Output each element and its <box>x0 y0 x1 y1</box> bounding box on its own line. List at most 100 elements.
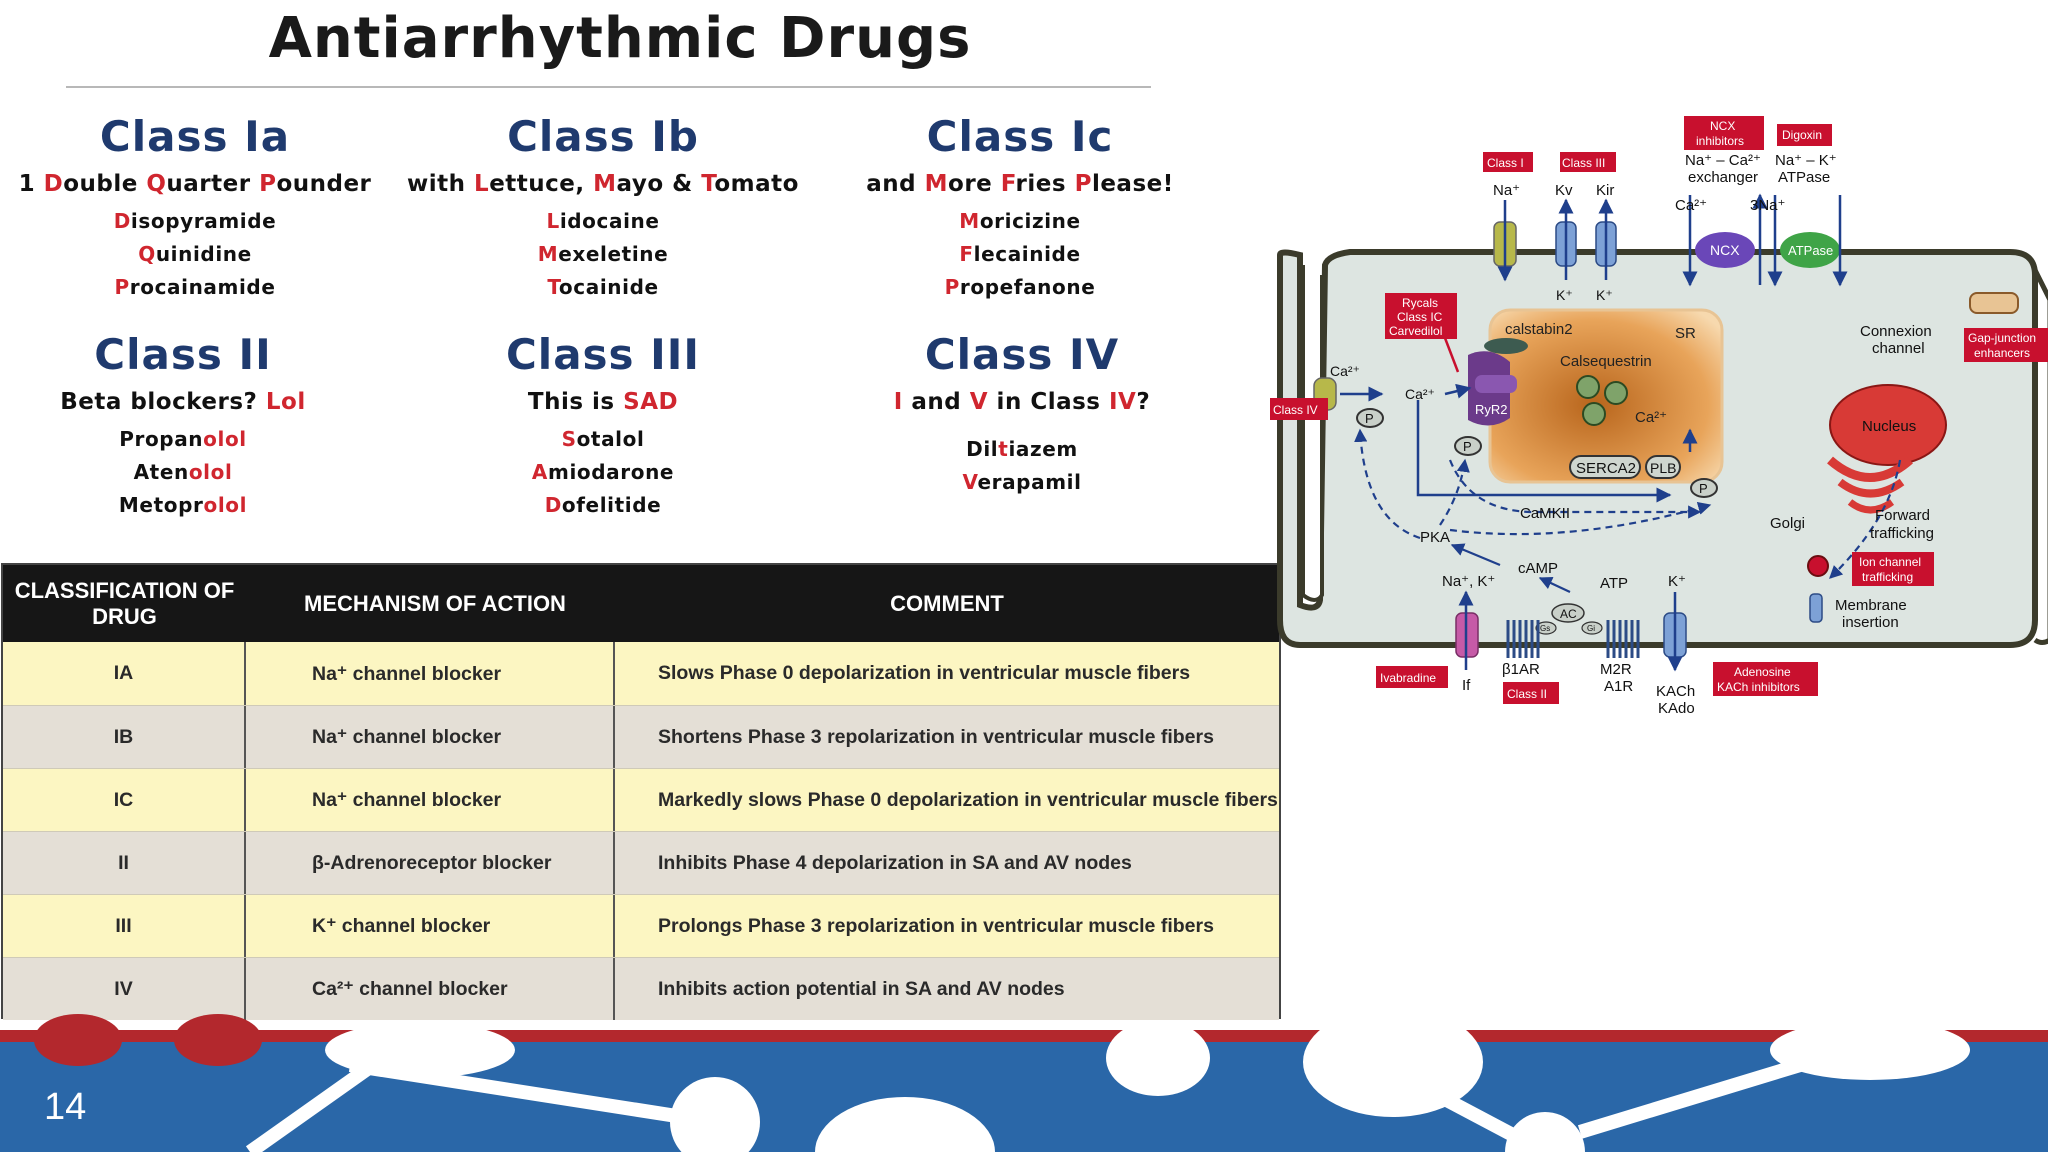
camkii-label: CaMKII <box>1520 505 1570 522</box>
ncx-exchanger-label: Na⁺ – Ca²⁺ <box>1685 152 1761 169</box>
m2r-receptor-icon <box>1606 620 1640 658</box>
ion-trafficking-tag: trafficking <box>1862 570 1913 584</box>
mnemonic-highlight: Q <box>146 171 167 197</box>
mnemonic-highlight: Q <box>138 242 156 266</box>
mnemonic-text: and <box>866 171 925 197</box>
class-heading: Class Ia <box>99 112 291 161</box>
mnemonic-text: in Class <box>988 389 1109 415</box>
mnemonic-text: erapamil <box>977 470 1082 494</box>
mnemonic-phrase: This is SAD <box>393 389 813 415</box>
mnemonic-highlight: M <box>959 209 980 233</box>
mnemonic-highlight: V <box>969 389 989 415</box>
cicr-arrow <box>1444 383 1472 399</box>
mnemonic-highlight: T <box>547 275 559 299</box>
kir-label: Kir <box>1596 182 1614 199</box>
mnemonic-phrase: 1 Double Quarter Pounder <box>0 171 405 197</box>
mnemonic-highlight: olol <box>203 427 247 451</box>
pka-label: PKA <box>1420 529 1450 546</box>
calstabin-label: calstabin2 <box>1505 321 1573 338</box>
ca-top-label: Ca²⁺ <box>1675 197 1707 214</box>
ncx-label: NCX <box>1710 242 1740 258</box>
drug-name: Sotalol <box>393 423 813 456</box>
mnemonic-text: ore <box>948 171 1001 197</box>
calstabin-icon <box>1484 338 1528 354</box>
network-links <box>245 1054 1803 1152</box>
mnemonic-text: uinidine <box>155 242 252 266</box>
header-classification: CLASSIFICATION OF DRUG <box>14 577 235 629</box>
phospho-icon <box>1454 436 1482 456</box>
mnemonic-text: and <box>902 389 970 415</box>
mnemonic-text: ofelitide <box>561 493 662 517</box>
mnemonic-text: Dil <box>966 437 999 461</box>
camkii-dashed-arrow <box>1448 459 1702 519</box>
ivabradine-tag: Ivabradine <box>1380 671 1436 685</box>
adenosine-tag: KACh inhibitors <box>1717 680 1800 694</box>
ca-sr-label: Ca²⁺ <box>1635 409 1667 426</box>
table-row: IA Na⁺ channel blocker Slows Phase 0 dep… <box>3 642 1279 705</box>
mnemonic-highlight: S <box>561 427 577 451</box>
mnemonic-text: lease! <box>1091 171 1174 197</box>
mnemonic-phrase: with Lettuce, Mayo & Tomato <box>393 171 813 197</box>
mnemonic-highlight: F <box>959 242 974 266</box>
atpase-icon <box>1780 232 1840 268</box>
class-heading: Class II <box>94 330 272 379</box>
k-out-label: K⁺ <box>1596 287 1613 303</box>
kado-label: KAdo <box>1658 700 1695 717</box>
mnemonic-text: ayo & <box>616 171 702 197</box>
mnemonic-highlight: t <box>998 437 1009 461</box>
footer-graphic <box>0 1007 2048 1152</box>
drug-name: Dofelitide <box>393 489 813 522</box>
cell-class: IB <box>3 706 246 768</box>
a1r-label: A1R <box>1604 678 1633 695</box>
golgi-icon <box>1837 478 1905 498</box>
class-ib-block: Class Ib with Lettuce, Mayo & Tomato Lid… <box>393 112 813 304</box>
plb-label: PLB <box>1650 460 1676 476</box>
digoxin-tag: Digoxin <box>1782 128 1822 142</box>
gap-junction-tag: enhancers <box>1974 346 2030 360</box>
table-header: CLASSIFICATION OF DRUG MECHANISM OF ACTI… <box>3 565 1279 642</box>
mnemonic-highlight: L <box>474 171 490 197</box>
mnemonic-text: miodarone <box>548 460 675 484</box>
mnemonic-highlight: T <box>701 171 715 197</box>
connexion-icon <box>1969 292 2019 314</box>
cell-comment: Inhibits Phase 4 depolarization in SA an… <box>658 851 1132 874</box>
atpase-label: ATPase <box>1788 243 1833 258</box>
class-ii-tag: Class II <box>1507 687 1547 701</box>
mnemonic-text: ries <box>1015 171 1075 197</box>
forward-label: Forward <box>1875 507 1930 524</box>
ncx-exchanger-label: exchanger <box>1688 169 1758 186</box>
mnemonic-text: rocainamide <box>129 275 276 299</box>
mnemonic-text: with <box>407 171 475 197</box>
m2r-label: M2R <box>1600 661 1632 678</box>
k-bottom-label: K⁺ <box>1668 573 1686 590</box>
mnemonic-text: ropefanone <box>959 275 1096 299</box>
mnemonic-text: Beta blockers? <box>60 389 266 415</box>
membrane-insertion-label: Membrane <box>1835 597 1907 614</box>
mnemonic-phrase: Beta blockers? Lol <box>0 389 393 415</box>
membrane-insertion-label: insertion <box>1842 614 1899 631</box>
gs-icon <box>1535 621 1557 635</box>
mnemonic-phrase: and More Fries Please! <box>810 171 1230 197</box>
mnemonic-highlight: F <box>1000 171 1016 197</box>
mnemonic-highlight: D <box>43 171 64 197</box>
class-iv-tag: Class IV <box>1273 403 1318 417</box>
camp-arrow <box>1450 543 1501 567</box>
if-label: If <box>1462 677 1471 694</box>
ryr2-icon <box>1475 375 1517 393</box>
calsequestrin-icon <box>1576 375 1600 399</box>
class-heading: Class IV <box>924 330 1120 379</box>
mnemonic-highlight: P <box>259 171 277 197</box>
header-mechanism: MECHANISM OF ACTION <box>304 590 566 616</box>
nucleus-label: Nucleus <box>1862 418 1916 435</box>
pka-dashed-arrow <box>1449 501 1712 536</box>
drug-name: Diltiazem <box>812 433 1232 466</box>
ca-release-line <box>1416 400 1672 503</box>
rycals-tag: Rycals <box>1402 296 1438 310</box>
cell-mechanism: β-Adrenoreceptor blocker <box>246 832 615 894</box>
drug-name: Mexeletine <box>393 238 813 271</box>
